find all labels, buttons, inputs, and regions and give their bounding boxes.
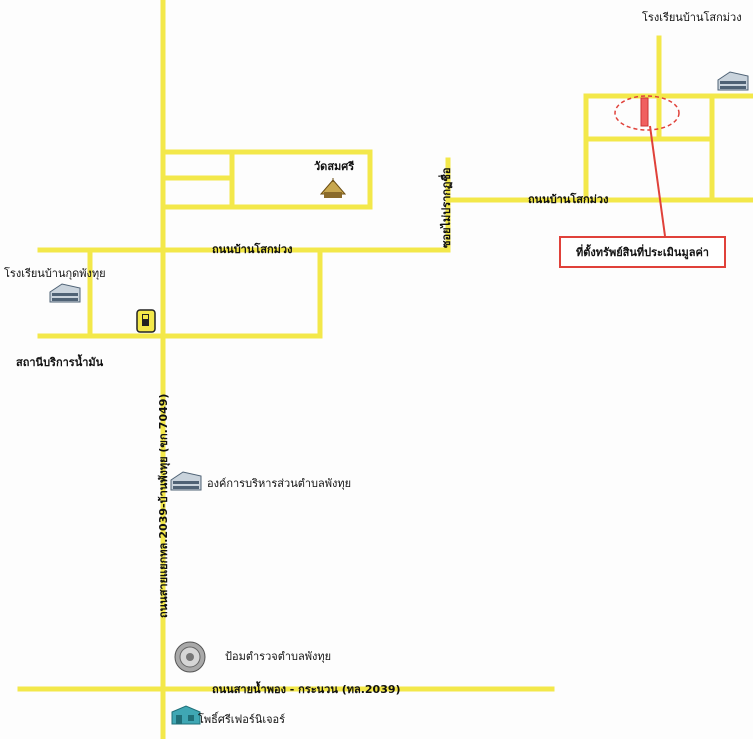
sao-label: องค์การบริหารส่วนตำบลพังทุย [207, 477, 352, 490]
road-left-label: ถนนบ้านโสกม่วง [212, 243, 293, 256]
temple-label: วัดสมศรี [314, 160, 355, 173]
furniture-icon [171, 705, 201, 725]
police-label: ป้อมตำรวจตำบลพังทุย [225, 650, 332, 663]
gas-station-label: สถานีบริการน้ำมัน [16, 356, 104, 369]
building-icon [170, 471, 202, 491]
building-icon [49, 283, 81, 303]
main-road-vertical-label: ถนนสายแยกทล.2039-บ้านพังทุย (ขก.7049) [157, 393, 170, 618]
gas-station-icon [136, 309, 156, 333]
property-highlight [614, 95, 680, 131]
building-icon [717, 71, 749, 91]
police-seal-icon [174, 641, 206, 673]
bottom-road-label: ถนนสายน้ำพอง - กระนวน (ทล.2039) [212, 683, 401, 696]
property-marker [640, 97, 649, 127]
road-right-label: ถนนบ้านโสกม่วง [528, 193, 609, 206]
furniture-label: โพธิ์ศรีเฟอร์นิเจอร์ [198, 713, 286, 726]
temple-icon [319, 178, 347, 198]
property-callout: ที่ตั้งทรัพย์สินที่ประเมินมูลค่า [559, 236, 726, 268]
soi-vertical-label: ซอยไม่ปรากฏชื่อ [440, 167, 453, 249]
callout-line [649, 125, 666, 237]
school-top-right-label: โรงเรียนบ้านโสกม่วง [642, 11, 742, 24]
school-left-label: โรงเรียนบ้านกุดพังทุย [4, 267, 106, 280]
